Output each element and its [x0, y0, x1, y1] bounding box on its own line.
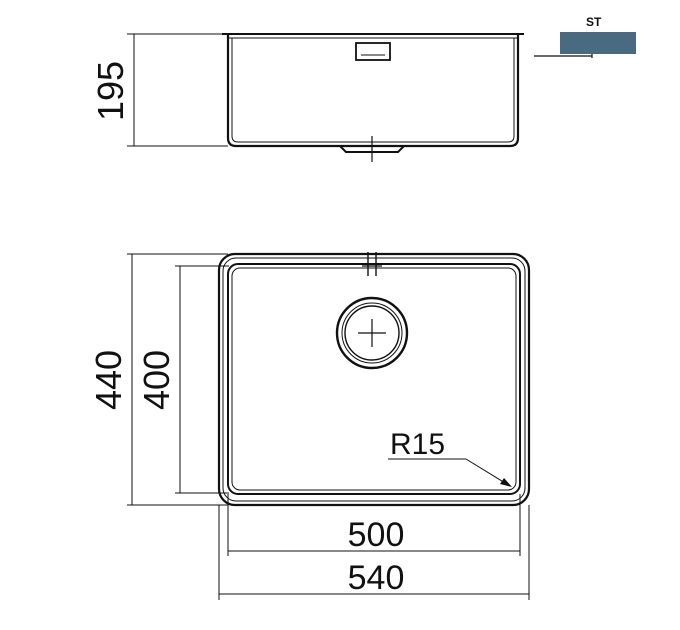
legend-st: ST [534, 15, 636, 58]
plan-drain-ring [341, 302, 403, 364]
side-bowl-outer [226, 34, 520, 148]
length-inner-label: 400 [136, 350, 177, 410]
width-outer-label: 540 [348, 559, 405, 597]
radius-leader-arrow [500, 478, 512, 487]
plan-drain-inner [344, 305, 400, 361]
side-view [127, 33, 524, 162]
plan-drain-outer [335, 296, 409, 370]
plan-outer-rim [217, 252, 531, 507]
legend-st-swatch [560, 32, 636, 54]
plan-outer-rim-inner [222, 257, 526, 502]
side-bowl-inner [231, 38, 515, 143]
overflow-slot [355, 42, 391, 61]
plan-bowl-outer [227, 263, 521, 495]
depth-label: 195 [90, 61, 131, 121]
plan-bowl-inner [231, 267, 517, 491]
length-outer-label: 440 [88, 350, 129, 410]
top-view [127, 252, 531, 600]
width-inner-label: 500 [348, 516, 405, 554]
corner-radius-label: R15 [390, 428, 445, 461]
legend-st-label: ST [586, 15, 602, 29]
